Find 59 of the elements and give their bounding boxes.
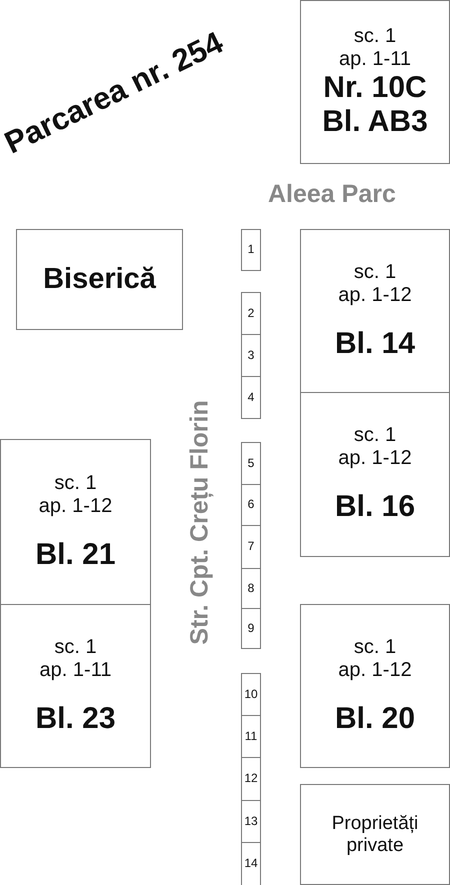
building-name: Biserică [43, 262, 156, 296]
area-label: Proprietăți private [330, 812, 420, 856]
building-block [300, 229, 450, 393]
street-name: Str. Cpt. Crețu Florin [186, 399, 214, 647]
building-info: sc. 1 [354, 24, 396, 48]
building-info: ap. 1-12 [38, 494, 112, 518]
building-block [300, 392, 450, 557]
space-number: 7 [248, 540, 254, 554]
building-block [0, 439, 151, 605]
building-block [300, 0, 450, 164]
building-name: Bl. AB3 [322, 105, 428, 140]
building-name: Bl. 16 [334, 490, 416, 525]
space-number: 2 [248, 306, 254, 320]
building-info: ap. 1-12 [338, 658, 412, 682]
building-info: sc. 1 [354, 424, 396, 448]
parking-space [241, 334, 261, 377]
space-number: 9 [248, 622, 254, 636]
parking-space [241, 757, 261, 801]
space-number: 12 [244, 772, 258, 786]
parking-space [241, 842, 261, 885]
parking-space [241, 442, 261, 485]
parking-space [241, 292, 261, 335]
space-number: 14 [244, 857, 258, 871]
building-info: ap. 1-11 [40, 658, 112, 682]
building-block [300, 604, 450, 768]
building-block [0, 604, 151, 768]
building-info: sc. 1 [354, 636, 396, 659]
parking-space [241, 525, 261, 569]
parking-space [241, 229, 261, 271]
space-number: 8 [248, 582, 254, 596]
parking-space [241, 608, 261, 649]
building-info: sc. 1 [354, 260, 396, 284]
parking-space [241, 673, 261, 716]
private-property-area [300, 784, 450, 885]
parking-space [241, 568, 261, 609]
space-number: 3 [248, 348, 254, 362]
building-info: ap. 1-11 [339, 48, 411, 70]
building-info: sc. 1 [54, 636, 97, 659]
parking-space [241, 800, 261, 843]
street-name: Aleea Parc [268, 180, 396, 209]
space-number: 5 [248, 456, 254, 470]
building-info: sc. 1 [54, 472, 97, 495]
building-info: ap. 1-12 [338, 447, 412, 470]
space-number: 6 [248, 498, 254, 512]
space-number: 4 [248, 390, 254, 404]
parking-space [241, 484, 261, 526]
parking-space [241, 376, 261, 419]
space-number: 10 [244, 688, 258, 702]
building-name: Bl. 20 [334, 702, 416, 736]
space-number: 13 [244, 814, 258, 828]
church-building [16, 229, 183, 330]
space-number: 1 [248, 243, 254, 257]
parking-space [241, 715, 261, 758]
building-name: Nr. 10C [323, 70, 427, 105]
building-name: Bl. 23 [35, 702, 116, 736]
space-number: 11 [244, 730, 258, 744]
building-info: ap. 1-12 [338, 284, 412, 307]
building-name: Bl. 21 [35, 538, 116, 572]
building-name: Bl. 14 [334, 326, 416, 362]
